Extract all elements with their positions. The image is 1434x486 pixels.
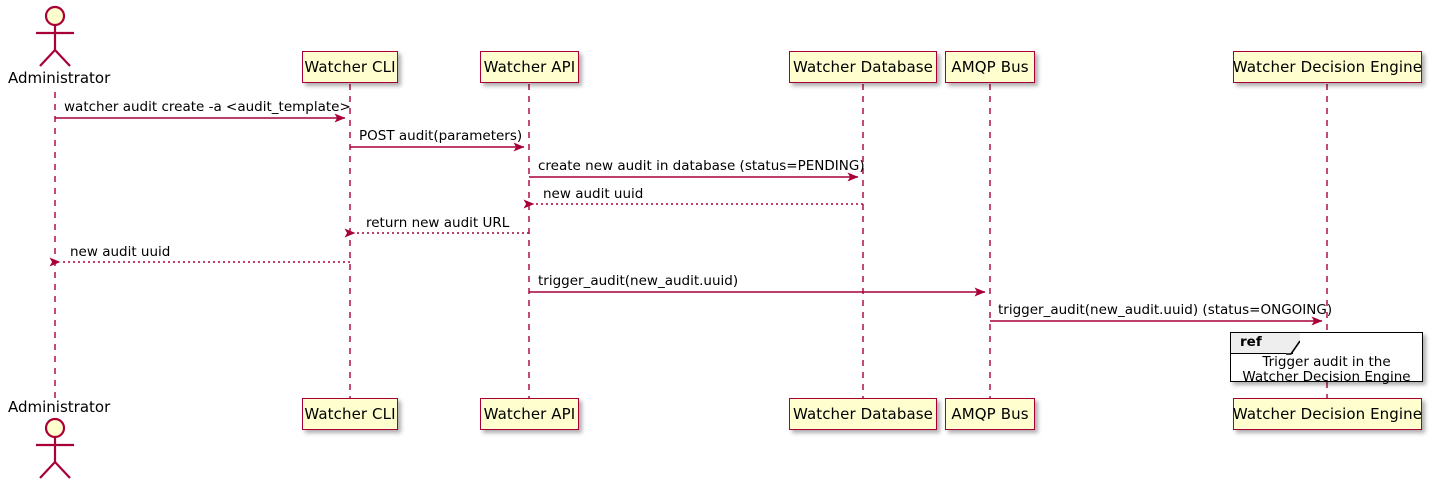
ref-fragment: ref Trigger audit in the Watcher Decisio… [1230, 332, 1423, 385]
message-label-3: create new audit in database (status=PEN… [538, 158, 865, 174]
participant-label-watcher-database: Watcher Database [792, 57, 934, 76]
participant-box-watcher-cli-bottom[interactable]: Watcher CLI [302, 398, 398, 430]
participant-box-watcher-api-bottom[interactable]: Watcher API [480, 398, 579, 430]
message-label-6: new audit uuid [70, 244, 171, 260]
participant-label-watcher-cli: Watcher CLI [304, 57, 396, 76]
participant-label-amqp-bus-bottom: AMQP Bus [951, 404, 1029, 423]
participant-box-amqp-bus-top[interactable]: AMQP Bus [945, 51, 1035, 83]
lifelines [54, 84, 1328, 400]
message-label-2: POST audit(parameters) [359, 128, 523, 144]
participant-box-watcher-database-top[interactable]: Watcher Database [789, 51, 937, 83]
participant-label-watcher-api-bottom: Watcher API [483, 404, 576, 423]
message-label-7: trigger_audit(new_audit.uuid) [538, 273, 739, 289]
ref-fragment-tab-label: ref [1240, 334, 1262, 350]
actor-figure-administrator-bottom [36, 417, 74, 479]
actor-figure-administrator-top [36, 5, 74, 67]
ref-fragment-tab-corner-icon [1286, 333, 1300, 355]
ref-fragment-line-2: Watcher Decision Engine [1242, 369, 1411, 385]
ref-fragment-body: Trigger audit in the Watcher Decision En… [1231, 355, 1422, 385]
participant-box-watcher-cli-top[interactable]: Watcher CLI [302, 51, 398, 83]
participant-label-watcher-database-bottom: Watcher Database [792, 404, 934, 423]
participant-box-amqp-bus-bottom[interactable]: AMQP Bus [945, 398, 1035, 430]
message-label-1: watcher audit create -a <audit_template> [64, 99, 351, 115]
ref-fragment-line-1: Trigger audit in the [1262, 354, 1391, 370]
participant-label-watcher-decision-engine-bottom: Watcher Decision Engine [1232, 404, 1423, 423]
participant-label-watcher-decision-engine: Watcher Decision Engine [1232, 57, 1423, 76]
message-label-8: trigger_audit(new_audit.uuid) (status=ON… [998, 302, 1333, 318]
participant-box-watcher-decision-engine-bottom[interactable]: Watcher Decision Engine [1233, 398, 1422, 430]
participant-label-amqp-bus: AMQP Bus [951, 57, 1029, 76]
participant-box-watcher-database-bottom[interactable]: Watcher Database [789, 398, 937, 430]
participant-box-watcher-decision-engine-top[interactable]: Watcher Decision Engine [1233, 51, 1422, 83]
actor-label-administrator-top: Administrator [8, 69, 111, 87]
actor-label-administrator-bottom: Administrator [8, 398, 111, 416]
participant-box-watcher-api-top[interactable]: Watcher API [480, 51, 579, 83]
participant-label-watcher-cli-bottom: Watcher CLI [304, 404, 396, 423]
message-label-5: return new audit URL [366, 215, 510, 231]
message-label-4: new audit uuid [543, 186, 644, 202]
participant-label-watcher-api: Watcher API [483, 57, 576, 76]
